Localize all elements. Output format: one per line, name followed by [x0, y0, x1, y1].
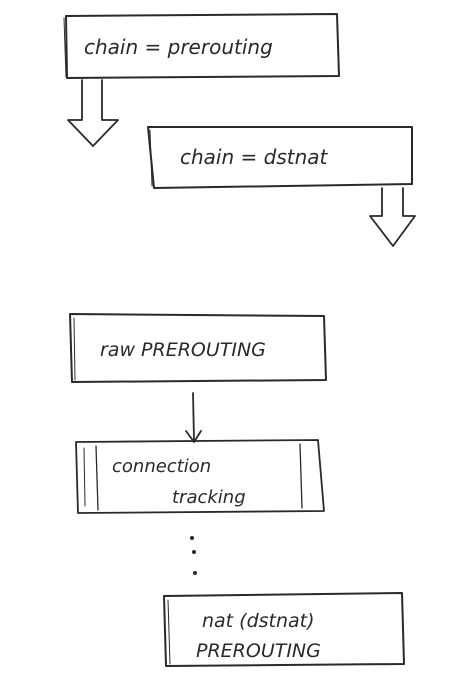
arrow-hollow-2: [369, 187, 416, 247]
box-label-nat-dstnat: nat (dstnat): [202, 610, 315, 632]
box-connection-tracking: connection tracking: [75, 439, 325, 514]
box-chain-dstnat: chain = dstnat: [147, 126, 413, 189]
box-label-raw-prerouting: raw PREROUTING: [100, 339, 266, 361]
box-chain-prerouting: chain = prerouting: [63, 13, 340, 79]
box-label-connection: connection: [112, 456, 211, 477]
box-raw-prerouting: raw PREROUTING: [69, 313, 327, 383]
ellipsis-continuation: [190, 536, 197, 575]
arrow-line-1: [185, 392, 202, 443]
box-label-chain-dstnat: chain = dstnat: [180, 145, 329, 169]
box-label-prerouting: PREROUTING: [196, 640, 321, 662]
box-label-chain-prerouting: chain = prerouting: [84, 35, 273, 59]
arrow-hollow-1: [67, 79, 119, 147]
box-label-tracking: tracking: [172, 487, 246, 508]
box-nat-dstnat-prerouting: nat (dstnat) PREROUTING: [163, 592, 405, 667]
